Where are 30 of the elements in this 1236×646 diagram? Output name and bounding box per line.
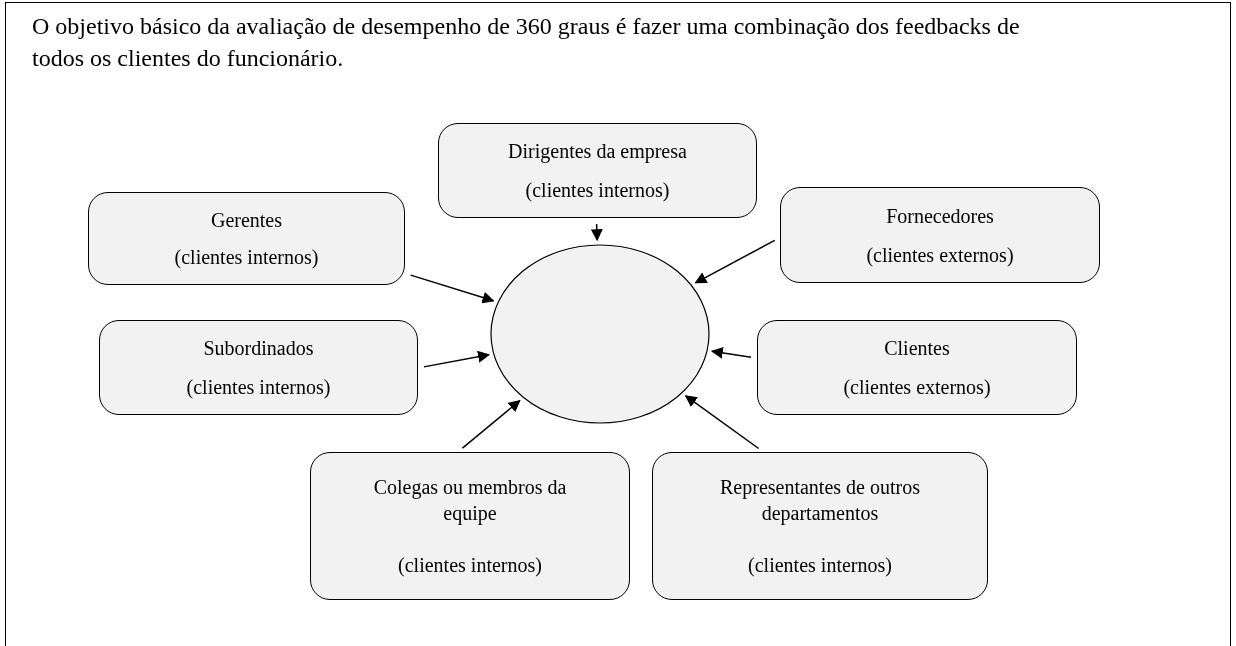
title-text: O objetivo básico da avaliação de desempenho de 360 graus é fazer uma combinação dos feedbacks de todos os clientes do funcionário. — [32, 12, 1021, 73]
rounded-box — [757, 320, 1077, 415]
arrow — [710, 346, 752, 359]
box-subtitle: (clientes internos) — [748, 553, 892, 578]
rounded-box — [438, 123, 757, 218]
box-heading: Clientes — [884, 336, 950, 362]
box-heading: Fornecedores — [886, 203, 994, 229]
rounded-box — [88, 192, 405, 285]
box-subtitle: (clientes internos) — [186, 374, 331, 400]
box-subtitle: (clientes externos) — [866, 242, 1014, 268]
box-heading: Dirigentes da empresa — [508, 139, 687, 165]
box-subtitle: (clientes internos) — [525, 177, 670, 203]
arrow — [410, 274, 495, 304]
box-heading: Representantes de outros departamentos — [719, 475, 921, 526]
box-heading: Subordinados — [203, 336, 314, 362]
box-subtitle: (clientes internos) — [398, 553, 542, 578]
arrow — [423, 350, 490, 368]
box-subtitle: (clientes externos) — [843, 374, 991, 400]
arrow — [590, 223, 603, 242]
rounded-box — [99, 320, 418, 415]
rounded-box — [652, 452, 988, 600]
box-subtitle: (clientes internos) — [174, 245, 319, 271]
arrow — [694, 239, 776, 284]
box-heading: Gerentes — [210, 207, 283, 233]
ellipse — [490, 244, 710, 424]
box-heading: Colegas ou membros da equipe — [372, 475, 568, 526]
arrow — [684, 395, 760, 450]
arrow — [461, 399, 521, 449]
rounded-box — [780, 187, 1100, 283]
rounded-box — [310, 452, 630, 600]
